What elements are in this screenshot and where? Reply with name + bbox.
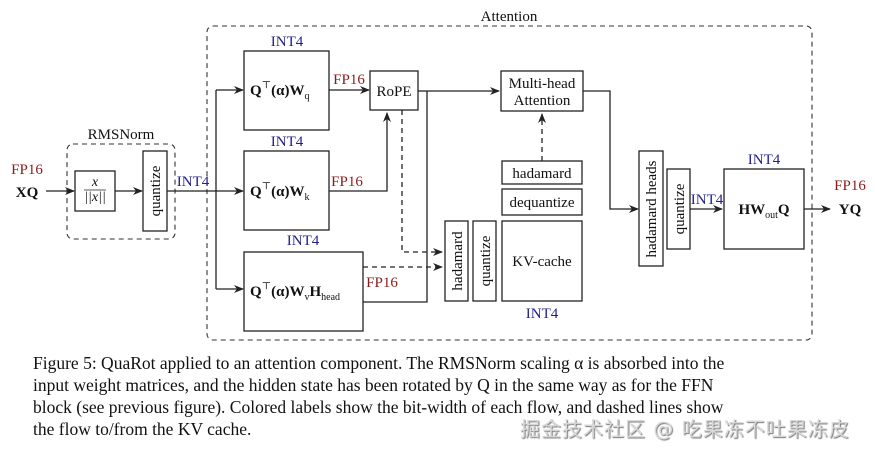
v-projection-box: Q⊤(α)WvHhead <box>243 251 364 332</box>
svg-text:Q⊤(α)Wk: Q⊤(α)Wk <box>250 181 309 203</box>
kv-dequantize-label: dequantize <box>510 195 575 211</box>
v-proj-H: H <box>309 284 321 300</box>
output-quantize-precision: INT4 <box>691 192 724 208</box>
caption-line-1: Figure 5: QuaRot applied to an attention… <box>33 353 725 373</box>
out-proj-HW: HW <box>738 202 765 218</box>
input-xq-label: XQ <box>16 185 39 201</box>
k-proj-in-precision: INT4 <box>271 134 304 150</box>
kv-cache-precision: INT4 <box>526 306 559 322</box>
norm-box: x ||x|| <box>74 170 116 212</box>
svg-text:Q⊤(α)Wq: Q⊤(α)Wq <box>250 80 309 102</box>
output-quantize-box: quantize <box>666 168 691 250</box>
k-proj-sub: k <box>304 192 309 203</box>
out-proj-precision: INT4 <box>748 152 781 168</box>
hadamard-heads-box: hadamard heads <box>638 150 664 267</box>
kv-hadamard-out-box: hadamard <box>501 160 583 185</box>
input-precision-label: FP16 <box>11 162 43 178</box>
v-proj-out-precision: FP16 <box>366 275 398 291</box>
q-proj-mid: (α)W <box>271 83 304 99</box>
watermark: 掘金技术社区 @ 吃果冻不吐果冻皮 <box>520 417 850 441</box>
hadamard-heads-label: hadamard heads <box>644 160 660 257</box>
v-to-mha-path <box>363 91 428 303</box>
dashed-k-to-kv <box>401 110 443 256</box>
kv-quantize-in-label: quantize <box>478 235 494 286</box>
q-proj-Q: Q <box>250 83 262 99</box>
q-proj-out-precision: FP16 <box>333 72 365 88</box>
svg-text:Q⊤(α)WvHhead: Q⊤(α)WvHhead <box>250 281 340 303</box>
rmsnorm-quantize-box: quantize <box>142 150 168 232</box>
kv-cache-box: KV-cache <box>501 220 583 302</box>
out-proj-Q: Q <box>778 202 790 218</box>
attention-group: Attention <box>206 9 813 341</box>
kv-quantize-in-box: quantize <box>472 220 497 302</box>
q-proj-transpose: ⊤ <box>262 80 271 91</box>
kv-hadamard-in-label: hadamard <box>450 231 466 291</box>
rmsnorm-out-precision: INT4 <box>177 174 210 190</box>
mha-label-line1: Multi-head <box>509 76 576 92</box>
arrow-mha-to-hadamard-heads <box>583 90 639 213</box>
mha-label-line2: Attention <box>514 93 571 109</box>
output-precision-label: FP16 <box>834 178 866 194</box>
kv-cache-label: KV-cache <box>512 254 572 270</box>
k-proj-mid: (α)W <box>271 184 304 200</box>
v-proj-mid: (α)W <box>271 284 304 300</box>
k-proj-transpose: ⊤ <box>262 181 271 192</box>
k-projection-box: Q⊤(α)Wk <box>243 150 330 231</box>
q-proj-in-precision: INT4 <box>271 34 304 50</box>
rope-label: RoPE <box>376 84 411 100</box>
arrow-k-to-rope <box>329 112 391 192</box>
figure-caption: Figure 5: QuaRot applied to an attention… <box>33 352 863 440</box>
kv-hadamard-out-label: hadamard <box>512 166 572 182</box>
caption-line-3: block (see previous figure). Colored lab… <box>33 397 724 417</box>
caption-line-2: input weight matrices, and the hidden st… <box>33 375 714 395</box>
q-projection-box: Q⊤(α)Wq <box>243 50 330 131</box>
kv-hadamard-in-box: hadamard <box>444 220 469 302</box>
out-proj-sub: out <box>765 210 778 221</box>
v-proj-Q: Q <box>250 284 262 300</box>
rmsnorm-group-label: RMSNorm <box>88 127 155 143</box>
v-proj-sub: v <box>304 292 309 303</box>
v-proj-transpose: ⊤ <box>262 281 271 292</box>
out-projection-box: HWoutQ <box>723 168 805 250</box>
rmsnorm-quantize-label: quantize <box>148 165 164 216</box>
k-proj-out-precision: FP16 <box>331 174 363 190</box>
norm-numerator: x <box>91 175 99 190</box>
v-proj-in-precision: INT4 <box>287 233 320 249</box>
kv-dequantize-box: dequantize <box>501 188 583 216</box>
quarot-attention-diagram: Attention RMSNorm FP16 XQ x ||x|| quanti… <box>11 9 866 341</box>
q-proj-sub: q <box>304 91 309 102</box>
output-quantize-label: quantize <box>672 183 688 234</box>
attention-group-label: Attention <box>481 9 538 25</box>
caption-line-4: the flow to/from the KV cache. <box>33 419 252 439</box>
svg-text:HWoutQ: HWoutQ <box>738 202 789 221</box>
multi-head-attention-box: Multi-head Attention <box>500 70 584 112</box>
k-proj-Q: Q <box>250 184 262 200</box>
output-yq-label: YQ <box>839 202 862 218</box>
v-proj-head-sub: head <box>321 292 340 303</box>
rope-box: RoPE <box>369 70 419 111</box>
norm-denominator: ||x|| <box>84 190 106 205</box>
